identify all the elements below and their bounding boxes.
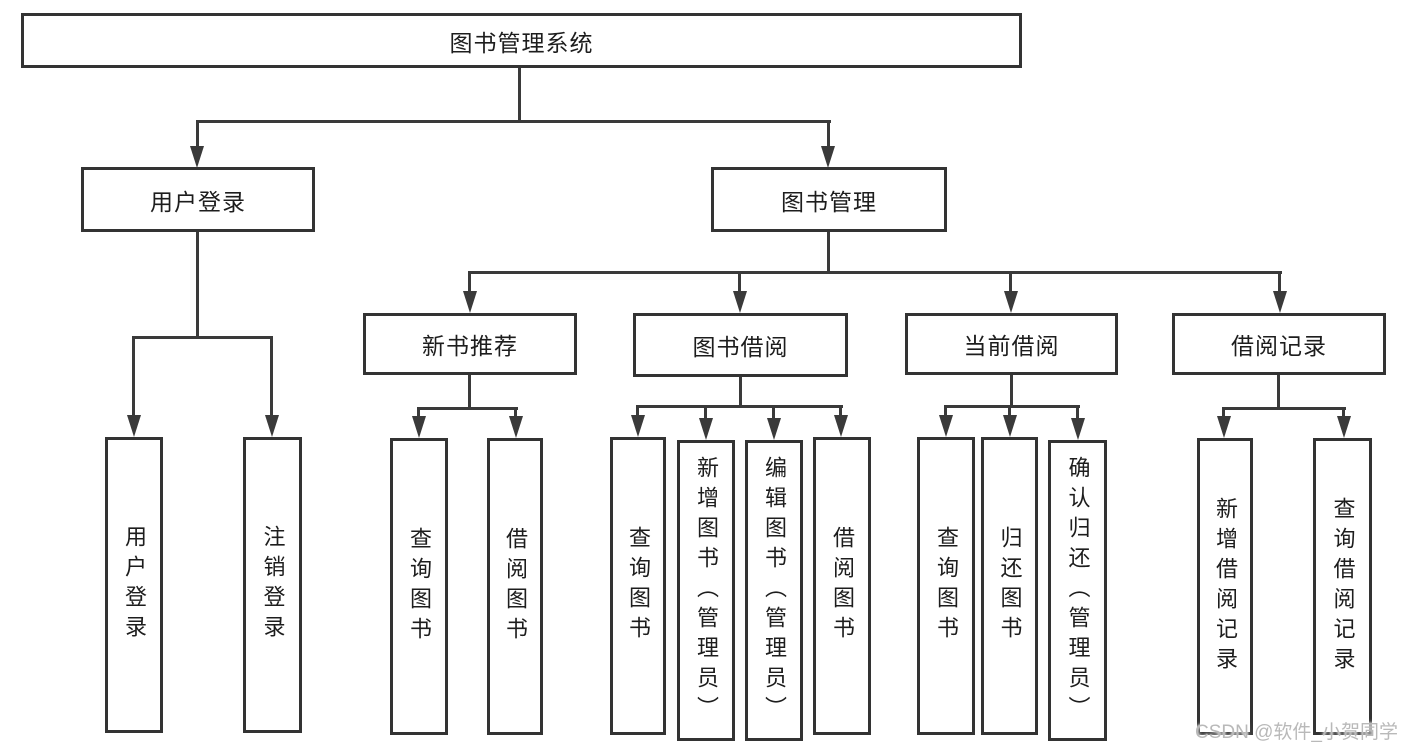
arrow-down-icon xyxy=(1217,416,1231,438)
node-book-management-label: 图书管理 xyxy=(781,188,877,215)
node-current-borrowing: 当前借阅 xyxy=(905,313,1118,375)
connector-new-book-recommend-stem xyxy=(468,375,471,410)
connector-current-borrowing-drop-3 xyxy=(1076,405,1079,418)
connector-drop-new-book-recommend xyxy=(468,271,471,293)
leaf-query-borrow-record-label: 查询借阅记录 xyxy=(1330,496,1356,677)
node-book-borrowing: 图书借阅 xyxy=(633,313,848,377)
arrow-down-icon xyxy=(1071,418,1085,440)
arrow-down-icon xyxy=(834,415,848,437)
arrow-down-icon xyxy=(1337,416,1351,438)
connector-book-borrowing-drop-1 xyxy=(636,405,639,416)
arrow-down-icon xyxy=(463,291,477,313)
arrow-down-icon xyxy=(190,146,204,168)
leaf-borrow-books-borrowing-label: 借阅图书 xyxy=(830,526,855,646)
leaf-query-books-current-label: 查询图书 xyxy=(934,526,959,646)
leaf-return-books: 归还图书 xyxy=(981,437,1038,735)
node-current-borrowing-label: 当前借阅 xyxy=(963,333,1060,359)
leaf-edit-books-admin-label: 编辑图书（管理员） xyxy=(762,455,787,726)
node-borrowing-records: 借阅记录 xyxy=(1172,313,1386,375)
leaf-user-login-label: 用户登录 xyxy=(122,525,147,645)
leaf-add-books-admin-label: 新增图书（管理员） xyxy=(694,455,719,726)
node-borrowing-records-label: 借阅记录 xyxy=(1231,333,1327,359)
connector-current-borrowing-hbar xyxy=(944,405,1080,408)
leaf-query-books-borrowing: 查询图书 xyxy=(610,437,666,735)
connector-current-borrowing-drop-1 xyxy=(944,405,947,416)
leaf-query-books-current: 查询图书 xyxy=(917,437,975,735)
node-book-management: 图书管理 xyxy=(711,167,947,232)
arrow-down-icon xyxy=(1273,291,1287,313)
leaf-borrow-books-recommend: 借阅图书 xyxy=(487,438,543,735)
connector-drop-borrowing-records xyxy=(1278,271,1281,293)
leaf-query-books-recommend-label: 查询图书 xyxy=(407,526,432,647)
arrow-down-icon xyxy=(412,416,426,438)
connector-book-management-hbar xyxy=(468,271,1282,274)
leaf-confirm-return-admin: 确认归还（管理员） xyxy=(1048,440,1107,741)
connector-book-borrowing-hbar xyxy=(636,405,843,408)
leaf-confirm-return-admin-label: 确认归还（管理员） xyxy=(1065,455,1091,726)
connector-current-borrowing-stem xyxy=(1010,375,1013,408)
connector-borrowing-records-hbar xyxy=(1222,407,1346,410)
connector-borrowing-records-stem xyxy=(1277,375,1280,410)
leaf-add-borrow-record-label: 新增借阅记录 xyxy=(1213,496,1238,677)
connector-drop-current-borrowing xyxy=(1009,271,1012,293)
arrow-down-icon xyxy=(127,415,141,437)
node-user-login: 用户登录 xyxy=(81,167,315,232)
connector-user-login-stem xyxy=(196,232,199,339)
leaf-logout: 注销登录 xyxy=(243,437,302,733)
connector-book-borrowing-drop-2 xyxy=(704,405,707,418)
node-new-book-recommend: 新书推荐 xyxy=(363,313,577,375)
node-root-label: 图书管理系统 xyxy=(449,29,594,56)
leaf-add-borrow-record: 新增借阅记录 xyxy=(1197,438,1253,735)
leaf-edit-books-admin: 编辑图书（管理员） xyxy=(745,440,803,741)
node-new-book-recommend-label: 新书推荐 xyxy=(422,333,518,359)
connector-book-borrowing-drop-4 xyxy=(839,405,842,416)
arrow-down-icon xyxy=(821,146,835,168)
connector-book-borrowing-stem xyxy=(739,377,742,408)
connector-root-hbar xyxy=(196,120,831,123)
leaf-user-login: 用户登录 xyxy=(105,437,163,733)
arrow-down-icon xyxy=(1003,415,1017,437)
connector-root-drop-book-management xyxy=(827,120,830,150)
connector-new-book-recommend-hbar xyxy=(417,407,518,410)
connector-current-borrowing-drop-2 xyxy=(1008,405,1011,416)
leaf-borrow-books-borrowing: 借阅图书 xyxy=(813,437,871,735)
leaf-return-books-label: 归还图书 xyxy=(997,526,1023,646)
node-root: 图书管理系统 xyxy=(21,13,1022,68)
arrow-down-icon xyxy=(939,415,953,437)
connector-new-book-recommend-drop-1 xyxy=(417,407,420,418)
leaf-query-books-recommend: 查询图书 xyxy=(390,438,448,735)
connector-user-login-hbar xyxy=(132,336,273,339)
leaf-query-books-borrowing-label: 查询图书 xyxy=(626,526,651,646)
leaf-query-borrow-record: 查询借阅记录 xyxy=(1313,438,1372,735)
arrow-down-icon xyxy=(265,415,279,437)
connector-drop-book-borrowing xyxy=(738,271,741,293)
arrow-down-icon xyxy=(631,415,645,437)
node-book-borrowing-label: 图书借阅 xyxy=(692,334,789,360)
connector-root-drop-user-login xyxy=(196,120,199,150)
arrow-down-icon xyxy=(1004,291,1018,313)
leaf-borrow-books-recommend-label: 借阅图书 xyxy=(503,526,528,647)
leaf-add-books-admin: 新增图书（管理员） xyxy=(677,440,735,741)
connector-user-login-drop-2 xyxy=(270,336,273,417)
arrow-down-icon xyxy=(699,418,713,440)
node-user-login-label: 用户登录 xyxy=(150,188,246,215)
connector-borrowing-records-drop-1 xyxy=(1222,407,1225,418)
arrow-down-icon xyxy=(767,418,781,440)
leaf-logout-label: 注销登录 xyxy=(260,525,286,645)
connector-borrowing-records-drop-2 xyxy=(1342,407,1345,418)
csdn-watermark: CSDN @软件_小贺同学 xyxy=(1195,722,1398,743)
arrow-down-icon xyxy=(509,416,523,438)
arrow-down-icon xyxy=(733,291,747,313)
connector-user-login-drop-1 xyxy=(132,336,135,417)
connector-book-borrowing-drop-3 xyxy=(772,405,775,418)
connector-root-stem xyxy=(518,68,521,122)
connector-new-book-recommend-drop-2 xyxy=(514,407,517,418)
connector-book-management-stem xyxy=(827,232,830,274)
